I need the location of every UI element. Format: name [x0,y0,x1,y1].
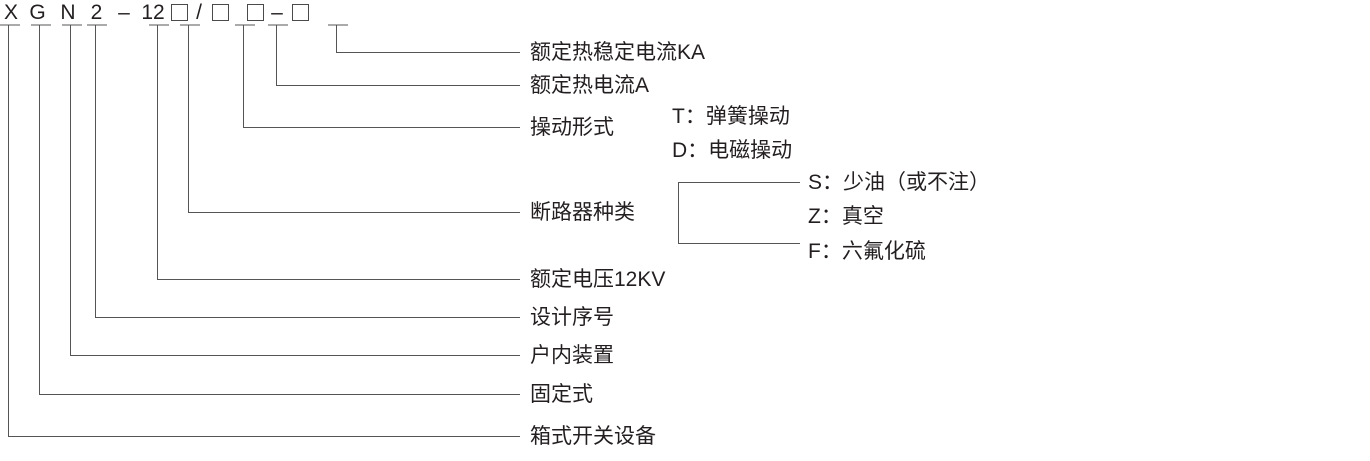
code-char-n: N [60,1,76,24]
leader-fixed-type [38,25,520,396]
code-box-thermal-stability-current [292,3,309,21]
leader-design-serial-number [94,25,520,319]
leader-rated-voltage [156,25,520,281]
leader-circuit-breaker-category [187,25,520,214]
option-operating-mechanism-electromagnetic: D：电磁操动 [672,139,793,162]
code-char-2: 2 [90,1,103,24]
code-number-12: 12 [141,1,165,24]
model-code-row: X G N 2 – 12 / – [0,0,309,26]
callout-label-indoor-device: 户内装置 [530,344,614,367]
code-char-x: X [3,1,18,24]
code-dash-2: – [271,1,283,24]
code-box-operating-mechanism [247,3,264,21]
callout-label-design-serial-number: 设计序号 [530,306,614,329]
callout-label-rated-thermal-current: 额定热电流A [530,74,650,97]
callout-label-box-type-switchgear: 箱式开关设备 [530,425,656,448]
option-operating-mechanism-spring: T：弹簧操动 [672,105,790,128]
callout-label-operating-mechanism-type: 操动形式 [530,116,614,139]
callout-label-rated-voltage: 额定电压12KV [530,268,666,291]
option-circuit-breaker-minimum-oil: S：少油（或不注） [808,171,991,194]
leader-rated-thermal-stability-current [335,25,520,54]
option-circuit-breaker-sf6: F：六氟化硫 [808,240,926,263]
callout-label-circuit-breaker-category: 断路器种类 [530,201,635,224]
code-char-g: G [29,1,46,24]
leader-rated-thermal-current [275,25,520,87]
code-dash-1: – [118,1,130,24]
code-box-rated-thermal-current [212,3,229,21]
leader-operating-mechanism-type [242,25,520,129]
leader-box-type-switchgear [7,25,520,438]
bracket-circuit-breaker-options [677,181,800,245]
callout-label-fixed-type: 固定式 [530,383,593,406]
code-box-breaker-category [171,3,188,21]
callout-label-rated-thermal-stability-current: 额定热稳定电流KA [530,41,706,64]
code-slash: / [196,1,202,24]
leader-indoor-device [69,25,520,357]
option-circuit-breaker-vacuum: Z：真空 [808,205,884,228]
